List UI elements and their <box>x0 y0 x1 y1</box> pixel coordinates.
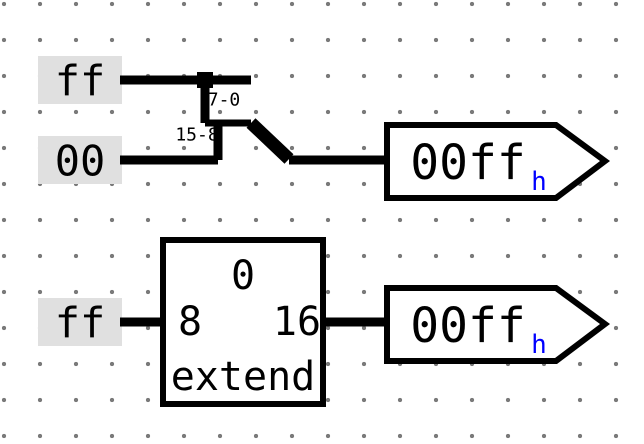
input-pin-high-byte[interactable] <box>38 136 122 184</box>
output-probe-bottom[interactable] <box>384 285 611 364</box>
output-probe-bottom-value: 00ff <box>410 298 526 354</box>
bit-extender-body[interactable] <box>160 237 326 407</box>
bit-extender-name-label: extend <box>171 354 316 400</box>
output-probe-top[interactable] <box>384 122 611 201</box>
top-circuit: ff 00 7-0 15-8 00ff h <box>38 56 611 201</box>
splitter-trunk <box>246 118 294 164</box>
input-pin-high-byte-value: 00 <box>55 137 106 186</box>
output-probe-top-radix: h <box>531 167 547 197</box>
bit-extender-pad-label: 0 <box>231 253 255 299</box>
output-probe-bottom-radix: h <box>531 330 547 360</box>
input-pin-low-byte[interactable] <box>38 56 122 104</box>
splitter-high-range-label: 15-8 <box>175 125 218 146</box>
input-pin-low-byte-value: ff <box>55 57 106 106</box>
bit-extender[interactable]: 0 8 16 extend <box>160 237 326 407</box>
splitter[interactable]: 7-0 15-8 <box>175 80 294 164</box>
input-pin-extend[interactable] <box>38 298 122 346</box>
bit-extender-output-width-label: 16 <box>273 299 321 345</box>
input-pin-extend-value: ff <box>55 299 106 348</box>
bottom-circuit: ff 0 8 16 extend 00ff h <box>38 237 611 407</box>
splitter-low-range-label: 7-0 <box>208 90 241 111</box>
bit-extender-input-width-label: 8 <box>178 299 202 345</box>
output-probe-top-value: 00ff <box>410 135 526 191</box>
